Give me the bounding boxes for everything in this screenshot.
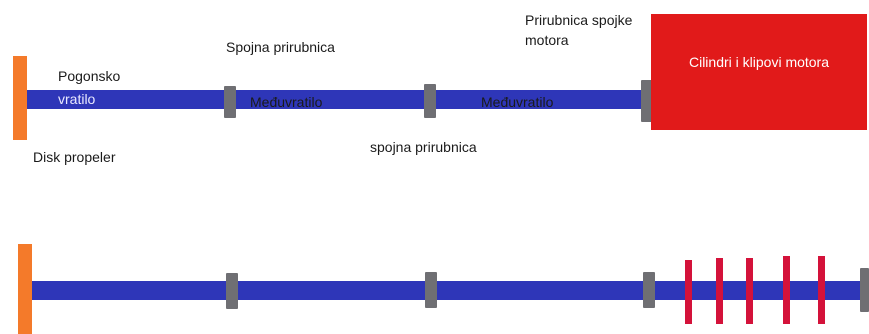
engine-block: Cilindri i klipovi motora [651, 14, 867, 130]
coupling-flange-2-top [424, 84, 436, 118]
end-flange-bottom [860, 268, 869, 312]
coupling-flange-upper-label: Spojna prirubnica [226, 39, 335, 55]
propeller-disk-label: Disk propeler [33, 149, 116, 165]
drive-shaft-top [27, 90, 642, 109]
engine-flange-label-line1: Prirubnica spojke [525, 12, 633, 28]
coupling-flange-2-bottom [425, 272, 437, 308]
propeller-disk-top [13, 56, 27, 140]
engine-flange-label-line2: motora [525, 32, 569, 48]
intermediate-shaft-2-label: Međuvratilo [481, 94, 554, 110]
engine-coupling-flange-bottom [643, 272, 655, 308]
propeller-disk-bottom [18, 244, 32, 334]
cylinder-disc-2 [716, 258, 723, 324]
drive-shaft-label-line1: Pogonsko [58, 68, 121, 84]
drive-shaft-bottom [32, 281, 863, 300]
coupling-flange-lower-label: spojna prirubnica [370, 139, 477, 155]
cylinder-disc-1 [685, 260, 692, 324]
cylinder-disc-5 [818, 256, 825, 324]
engine-coupling-flange-top [641, 80, 653, 122]
cylinder-disc-4 [783, 256, 790, 324]
engine-block-label: Cilindri i klipovi motora [688, 54, 830, 70]
coupling-flange-1-bottom [226, 273, 238, 309]
cylinder-disc-3 [746, 258, 753, 324]
coupling-flange-1-top [224, 86, 236, 118]
intermediate-shaft-1-label: Međuvratilo [250, 94, 323, 110]
drive-shaft-label-line2: vratilo [58, 91, 96, 107]
